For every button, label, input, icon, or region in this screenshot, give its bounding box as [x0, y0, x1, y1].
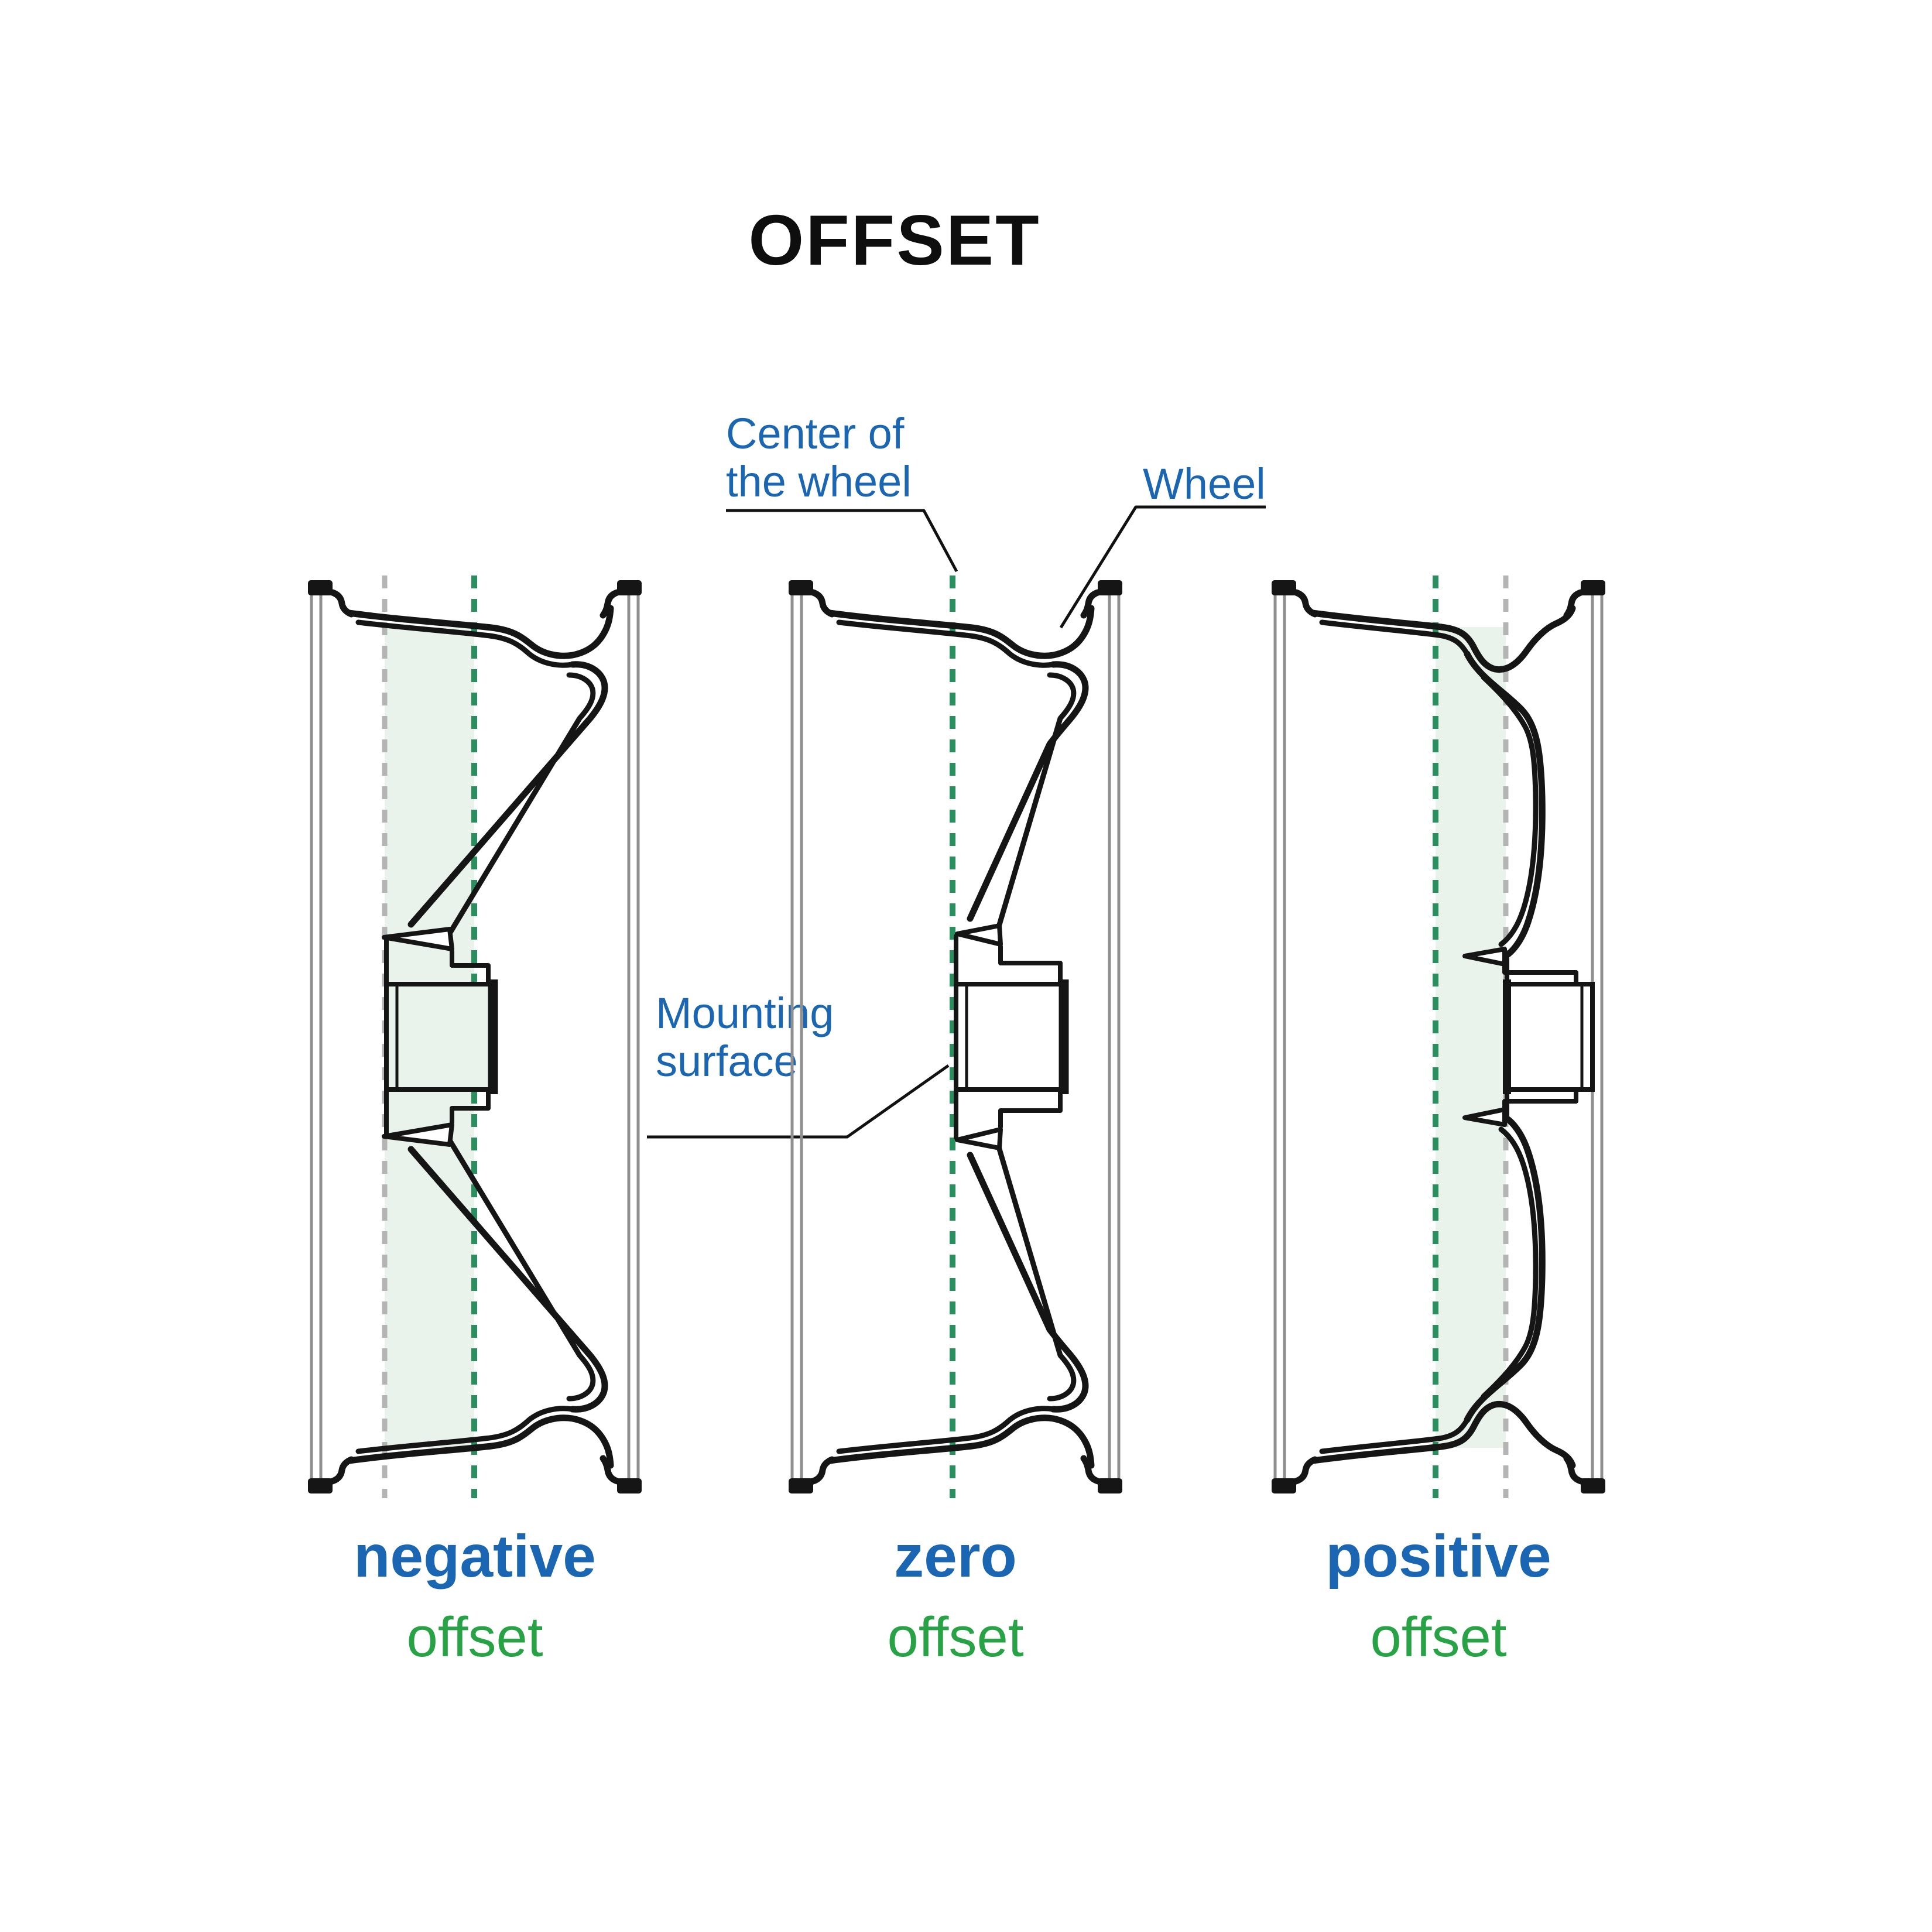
mounting-surface-label-line2: surface	[656, 1037, 798, 1085]
hub-box	[384, 979, 498, 1094]
wheel-pointer-line	[1059, 505, 1266, 629]
center-of-wheel-label-line2: the wheel	[726, 457, 912, 506]
mounting-surface-label: Mounting surface	[656, 989, 834, 1085]
wheel-label: Wheel	[1143, 460, 1266, 508]
wheel-label-text: Wheel	[1143, 460, 1266, 508]
center-of-wheel-label: Center of the wheel	[726, 410, 912, 506]
page-title: OFFSET	[748, 200, 1041, 280]
negative-offset-diagram	[308, 576, 642, 1498]
hub-box	[1503, 979, 1595, 1094]
caption-positive: positive	[1325, 1523, 1551, 1590]
offset-band	[1436, 627, 1506, 1448]
mounting-surface-label-line1: Mounting	[656, 989, 834, 1037]
mounting-surface-pointer-line	[647, 1064, 950, 1139]
caption-negative-offset: offset	[406, 1606, 543, 1669]
positive-offset-diagram	[1272, 576, 1605, 1498]
caption-zero: zero	[894, 1523, 1017, 1590]
caption-negative: negative	[354, 1523, 596, 1590]
caption-zero-offset: offset	[887, 1606, 1024, 1669]
center-of-wheel-pointer-line	[726, 509, 958, 573]
zero-offset-diagram	[789, 576, 1122, 1498]
wheel-cross-section-top	[308, 580, 642, 986]
hub-box	[954, 979, 1069, 1094]
wheel-cross-section-top	[1272, 580, 1605, 986]
center-of-wheel-label-line1: Center of	[726, 409, 905, 458]
caption-positive-offset: offset	[1370, 1606, 1507, 1669]
wheel-cross-section-top	[789, 580, 1122, 986]
